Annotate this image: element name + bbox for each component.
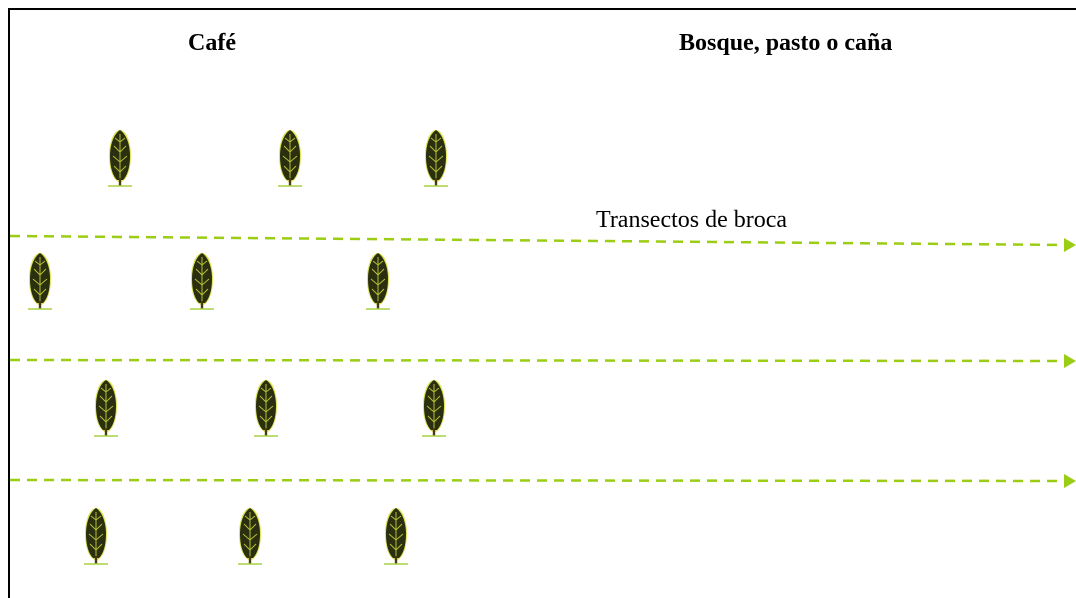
coffee-tree-icon <box>253 379 279 437</box>
transect-line-1 <box>9 234 1069 247</box>
coffee-tree-icon <box>83 507 109 565</box>
coffee-tree-icon <box>421 379 447 437</box>
coffee-tree-icon <box>93 379 119 437</box>
coffee-tree-icon <box>423 129 449 187</box>
transect-line-2 <box>9 358 1069 363</box>
coffee-tree-icon <box>237 507 263 565</box>
tree-group <box>27 129 449 565</box>
coffee-tree-icon <box>27 252 53 310</box>
diagram-frame <box>8 8 1076 598</box>
arrowhead-icon <box>1064 238 1076 252</box>
coffee-tree-icon <box>365 252 391 310</box>
coffee-tree-icon <box>189 252 215 310</box>
coffee-tree-icon <box>383 507 409 565</box>
coffee-tree-icon <box>277 129 303 187</box>
transect-label: Transectos de broca <box>596 207 788 233</box>
adjacent-area-heading: Bosque, pasto o caña <box>679 30 893 56</box>
coffee-area-heading: Café <box>188 30 236 56</box>
transect-line-3 <box>9 478 1069 483</box>
arrowhead-icon <box>1064 354 1076 368</box>
coffee-tree-icon <box>107 129 133 187</box>
arrowhead-icon <box>1064 474 1076 488</box>
transect-group <box>9 234 1076 488</box>
